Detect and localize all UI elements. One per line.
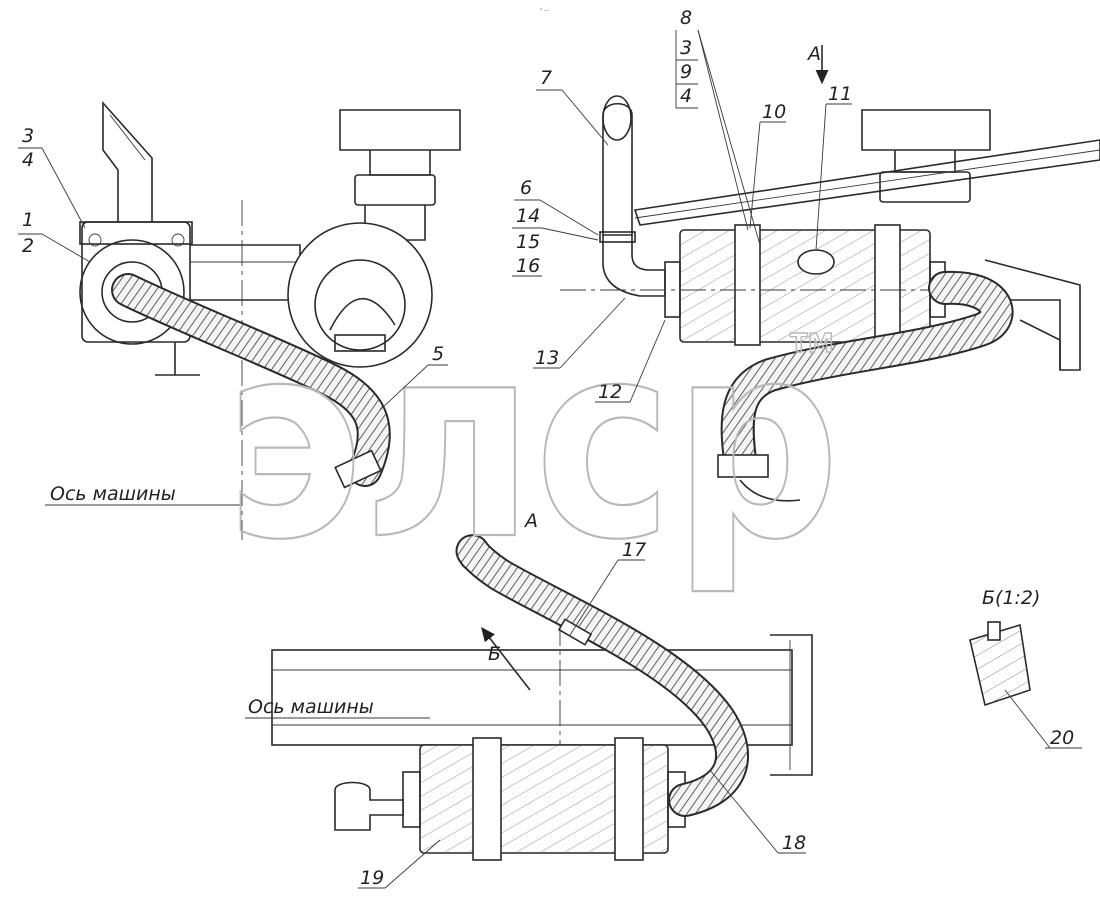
detail-b: Б(1:2) [969, 587, 1082, 749]
callout-8: 8 [680, 7, 692, 29]
arrow-a-label: А [806, 43, 821, 65]
exhaust-pipe-right [602, 102, 633, 236]
callout-20: 20 [1050, 727, 1074, 749]
callout-4-right: 4 [680, 85, 692, 107]
callout-1: 1 [22, 209, 34, 231]
hose-right [722, 272, 1012, 475]
frame-end-plate [770, 634, 813, 776]
leader-lines [18, 29, 852, 889]
callout-13: 13 [535, 347, 559, 369]
callout-6: 6 [520, 177, 532, 199]
muffler-label-plate [797, 249, 835, 275]
outlet-stub-bottom [334, 781, 404, 831]
watermark: элср TM [224, 283, 841, 600]
callout-9: 9 [680, 61, 692, 83]
cab-block-left [339, 109, 461, 151]
right-view: А [560, 43, 1100, 502]
callout-19: 19 [360, 867, 384, 889]
view-direction-arrow-icon [481, 626, 531, 691]
detail-b-label: Б(1:2) [982, 587, 1040, 609]
callout-3-left: 3 [22, 125, 34, 147]
callout-16: 16 [516, 255, 540, 277]
hose-left [113, 275, 389, 485]
hose-right-flange [717, 454, 769, 478]
watermark-tm: TM [790, 329, 834, 359]
top-mark: ° --- [540, 8, 550, 14]
axis-label-left: Ось машины [50, 483, 176, 505]
left-view: Ось машины [45, 100, 461, 540]
callout-11: 11 [828, 83, 852, 105]
hose-left-flange [334, 449, 382, 489]
callout-10: 10 [762, 101, 786, 123]
exhaust-stack-left [102, 100, 153, 229]
hose-bottom [457, 536, 747, 815]
inclined-frame-right [633, 139, 1100, 226]
callout-4-left: 4 [22, 149, 34, 171]
callout-3-right: 3 [680, 37, 692, 59]
arrow-b-label: Б [488, 643, 501, 665]
watermark-text: элср [225, 284, 840, 599]
callout-7: 7 [540, 67, 552, 89]
cab-block-right [861, 109, 991, 151]
callout-14: 14 [516, 205, 540, 227]
callout-15: 15 [516, 231, 540, 253]
frame-bracket-right [984, 259, 1081, 371]
callout-18: 18 [782, 832, 806, 854]
callouts: 3 4 1 2 5 7 6 14 15 16 8 3 9 4 10 11 12 … [22, 7, 1074, 889]
callout-2: 2 [22, 235, 34, 257]
callout-5: 5 [432, 343, 444, 365]
bottom-view-a: А Ось машины Б [245, 510, 813, 861]
callout-17: 17 [622, 539, 646, 561]
view-a-label: А [523, 510, 538, 532]
hose-clamp-bottom [557, 618, 593, 646]
axis-label-bottom: Ось машины [248, 696, 374, 718]
callout-12: 12 [598, 381, 622, 403]
